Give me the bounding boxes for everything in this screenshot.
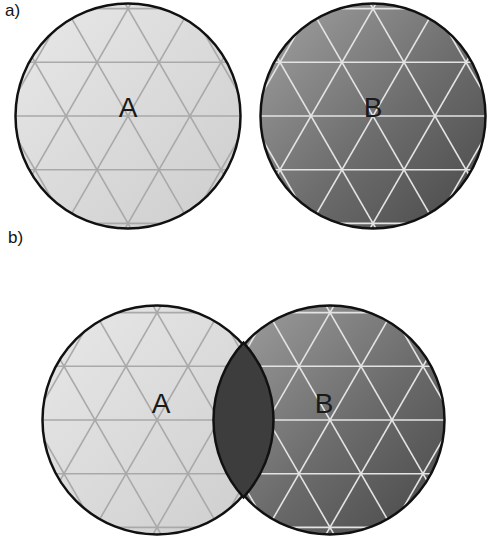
- triangle-mesh: [14, 2, 242, 230]
- mesh-line: [214, 304, 307, 536]
- mesh-line: [306, 2, 488, 230]
- mesh-line: [214, 304, 400, 536]
- circle-outline: [16, 4, 241, 229]
- triangle-mesh: [259, 2, 487, 230]
- mesh-line: [259, 2, 348, 230]
- set-letter: B: [315, 389, 334, 420]
- mesh-line: [259, 2, 441, 230]
- mesh-line: [399, 2, 488, 230]
- triangle-mesh: [41, 304, 273, 536]
- mesh-line: [14, 2, 56, 206]
- mesh-line: [259, 2, 441, 230]
- mesh-line: [88, 304, 274, 536]
- triangle-mesh: [214, 304, 446, 536]
- mesh-line: [200, 26, 242, 230]
- mesh-line: [214, 304, 307, 536]
- mesh-line: [259, 2, 348, 230]
- mesh-line: [259, 2, 301, 206]
- panel-label: a): [5, 1, 20, 21]
- mesh-line: [14, 2, 149, 230]
- mesh-line: [61, 2, 243, 230]
- mesh-line: [14, 62, 242, 64]
- set-letter: A: [119, 93, 138, 124]
- mesh-line: [354, 304, 447, 536]
- mesh-line: [154, 2, 243, 230]
- set-letter: A: [152, 389, 171, 420]
- mesh-line: [14, 2, 196, 230]
- mesh-line: [41, 304, 180, 536]
- mesh-line: [14, 2, 103, 230]
- mesh-line: [14, 26, 56, 230]
- mesh-line: [14, 2, 103, 230]
- mesh-line: [259, 26, 301, 230]
- mesh-line: [214, 304, 446, 536]
- mesh-line: [259, 2, 487, 230]
- set-circle: B: [259, 2, 487, 230]
- intersection-region: [213, 343, 273, 498]
- mesh-line: [200, 2, 242, 206]
- mesh-line: [214, 304, 446, 536]
- mesh-line: [445, 2, 487, 206]
- mesh-line: [88, 304, 274, 536]
- mesh-line: [259, 62, 487, 64]
- mesh-line: [261, 304, 447, 536]
- panel-label: b): [8, 228, 23, 248]
- mesh-line: [261, 304, 447, 536]
- mesh-line: [445, 26, 487, 230]
- mesh-line: [259, 169, 487, 171]
- mesh-line: [354, 304, 447, 536]
- mesh-line: [14, 2, 242, 230]
- mesh-line: [14, 2, 242, 230]
- mesh-line: [259, 2, 394, 230]
- mesh-line: [61, 2, 243, 230]
- mesh-line: [154, 2, 243, 230]
- set-letter: B: [364, 93, 383, 124]
- circle-outline: [261, 4, 486, 229]
- mesh-line: [399, 2, 488, 230]
- mesh-line: [41, 304, 273, 536]
- mesh-line: [41, 304, 227, 536]
- mesh-line: [41, 304, 134, 536]
- mesh-line: [41, 304, 227, 536]
- mesh-line: [14, 169, 242, 171]
- mesh-line: [259, 2, 487, 230]
- mesh-line: [306, 2, 488, 230]
- mesh-line: [214, 304, 353, 536]
- set-circle: A: [14, 2, 242, 230]
- mesh-line: [41, 304, 273, 536]
- mesh-line: [14, 2, 196, 230]
- mesh-line: [214, 304, 400, 536]
- mesh-line: [41, 304, 134, 536]
